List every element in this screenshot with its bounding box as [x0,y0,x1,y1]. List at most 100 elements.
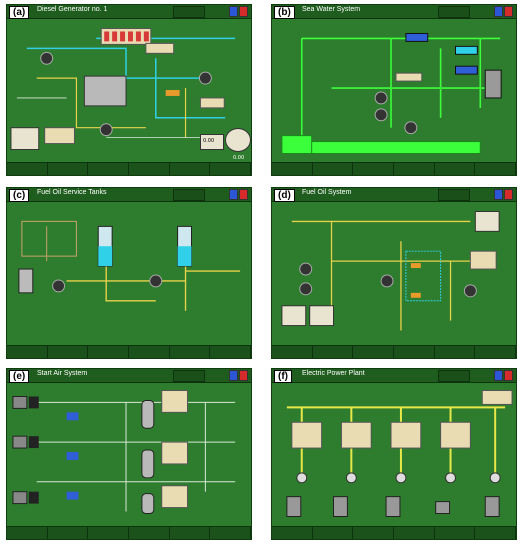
nav-button[interactable] [129,346,170,358]
navigation-bar [272,345,516,358]
generator-icon [345,472,357,484]
nav-button[interactable] [435,527,476,539]
pump-icon [380,274,394,288]
heater-icon [112,31,118,42]
pump-icon [40,51,54,65]
close-icon[interactable] [239,189,248,200]
alarm-indicator-icon[interactable] [229,189,238,200]
nav-button[interactable] [7,346,48,358]
nav-button[interactable] [170,163,211,175]
nav-button[interactable] [435,163,476,175]
nav-button[interactable] [88,163,130,175]
nav-button[interactable] [313,346,354,358]
close-icon[interactable] [504,370,513,381]
nav-button[interactable] [475,527,516,539]
nav-button[interactable] [129,527,170,539]
panel-tag-c: (c) [9,189,30,202]
nav-button[interactable] [48,346,89,358]
panel-title: Fuel Oil Service Tanks [37,189,107,196]
alarm-indicator-icon[interactable] [229,370,238,381]
alarm-indicator-icon[interactable] [494,6,503,17]
nav-button[interactable] [88,527,130,539]
nav-button[interactable] [210,346,251,358]
panel-tag-b: (b) [274,6,295,19]
navigation-bar [272,162,516,175]
engine-icon [333,496,348,517]
nav-button[interactable] [394,163,435,175]
nav-button[interactable] [88,346,130,358]
air-bottle-icon [141,449,155,479]
panel-fuel-oil-service-tanks: (c) Fuel Oil Service Tanks [6,187,252,359]
nav-button[interactable] [475,163,516,175]
breaker-box [390,421,422,449]
heater-icon [410,292,421,298]
nav-button[interactable] [475,346,516,358]
panel-titlebar: Start Air System [7,369,251,383]
air-receiver-icon [66,452,79,460]
pump-icon [404,121,418,135]
panel-titlebar: Fuel Oil System [272,188,516,202]
heater-icon [135,31,141,42]
cooling-water-pipe [155,58,226,119]
alarm-indicator-icon[interactable] [494,189,503,200]
heater-icon [143,31,149,42]
nav-button[interactable] [353,163,395,175]
pressure-gauge-icon [281,305,307,327]
cooling-water-pipe [26,47,206,79]
close-icon[interactable] [239,370,248,381]
nav-button[interactable] [7,163,48,175]
service-tank-level [98,246,113,267]
panel-meta [173,189,205,201]
info-box [161,390,189,413]
engine-icon [286,496,302,517]
breaker-box [440,421,471,449]
nav-button[interactable] [210,163,251,175]
heater-icon [128,31,133,42]
nav-button[interactable] [272,527,313,539]
panel-tag-e: (e) [9,370,30,383]
info-box [469,250,497,270]
close-icon[interactable] [504,6,513,17]
pressure-gauge-icon [309,305,334,327]
nav-button[interactable] [170,527,211,539]
navigation-bar [272,526,516,539]
pump-icon [299,262,313,276]
breaker-box [340,421,372,449]
pump-icon [198,71,212,85]
nav-button[interactable] [48,527,89,539]
window-buttons [494,189,513,200]
close-icon[interactable] [504,189,513,200]
nav-button[interactable] [353,527,395,539]
nav-button[interactable] [394,346,435,358]
engine-icon [385,496,401,517]
nav-button[interactable] [129,163,170,175]
nav-button[interactable] [170,346,211,358]
sea-water-diagram [281,32,502,154]
cooler-icon [455,45,478,55]
cooler-icon [405,32,429,42]
compressor-icon [12,435,28,449]
info-box [44,127,75,145]
air-bottle-icon [141,493,155,515]
nav-button[interactable] [7,527,48,539]
panel-meta [173,370,205,382]
cooler-icon [484,69,502,99]
fuel-oil-system-diagram [281,211,500,331]
valve-icon [165,90,180,96]
nav-button[interactable] [48,163,89,175]
engine-icon [484,496,500,517]
nav-button[interactable] [210,527,251,539]
alarm-indicator-icon[interactable] [494,370,503,381]
nav-button[interactable] [394,527,435,539]
nav-button[interactable] [313,163,354,175]
panel-sea-water: (b) Sea Water System [271,4,517,176]
nav-button[interactable] [272,346,313,358]
panel-titlebar: Fuel Oil Service Tanks [7,188,251,202]
pump-icon [299,282,313,296]
nav-button[interactable] [272,163,313,175]
nav-button[interactable] [313,527,354,539]
alarm-indicator-icon[interactable] [229,6,238,17]
nav-button[interactable] [435,346,476,358]
nav-button[interactable] [353,346,395,358]
close-icon[interactable] [239,6,248,17]
